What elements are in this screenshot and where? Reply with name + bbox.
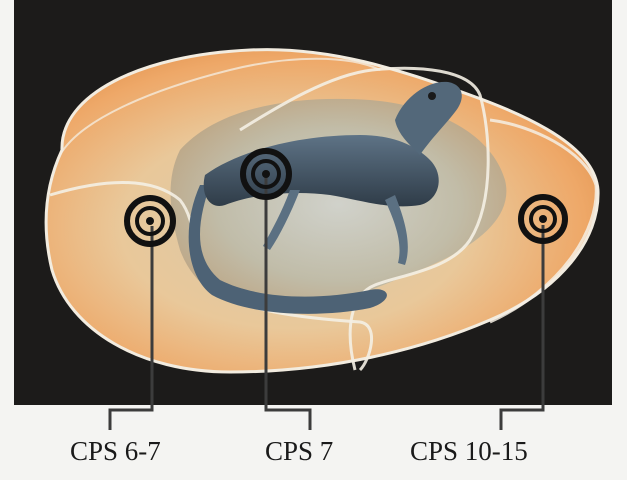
label-cps-right: CPS 10-15 <box>410 438 528 465</box>
label-cps-middle: CPS 7 <box>265 438 333 465</box>
label-cps-left: CPS 6-7 <box>70 438 161 465</box>
